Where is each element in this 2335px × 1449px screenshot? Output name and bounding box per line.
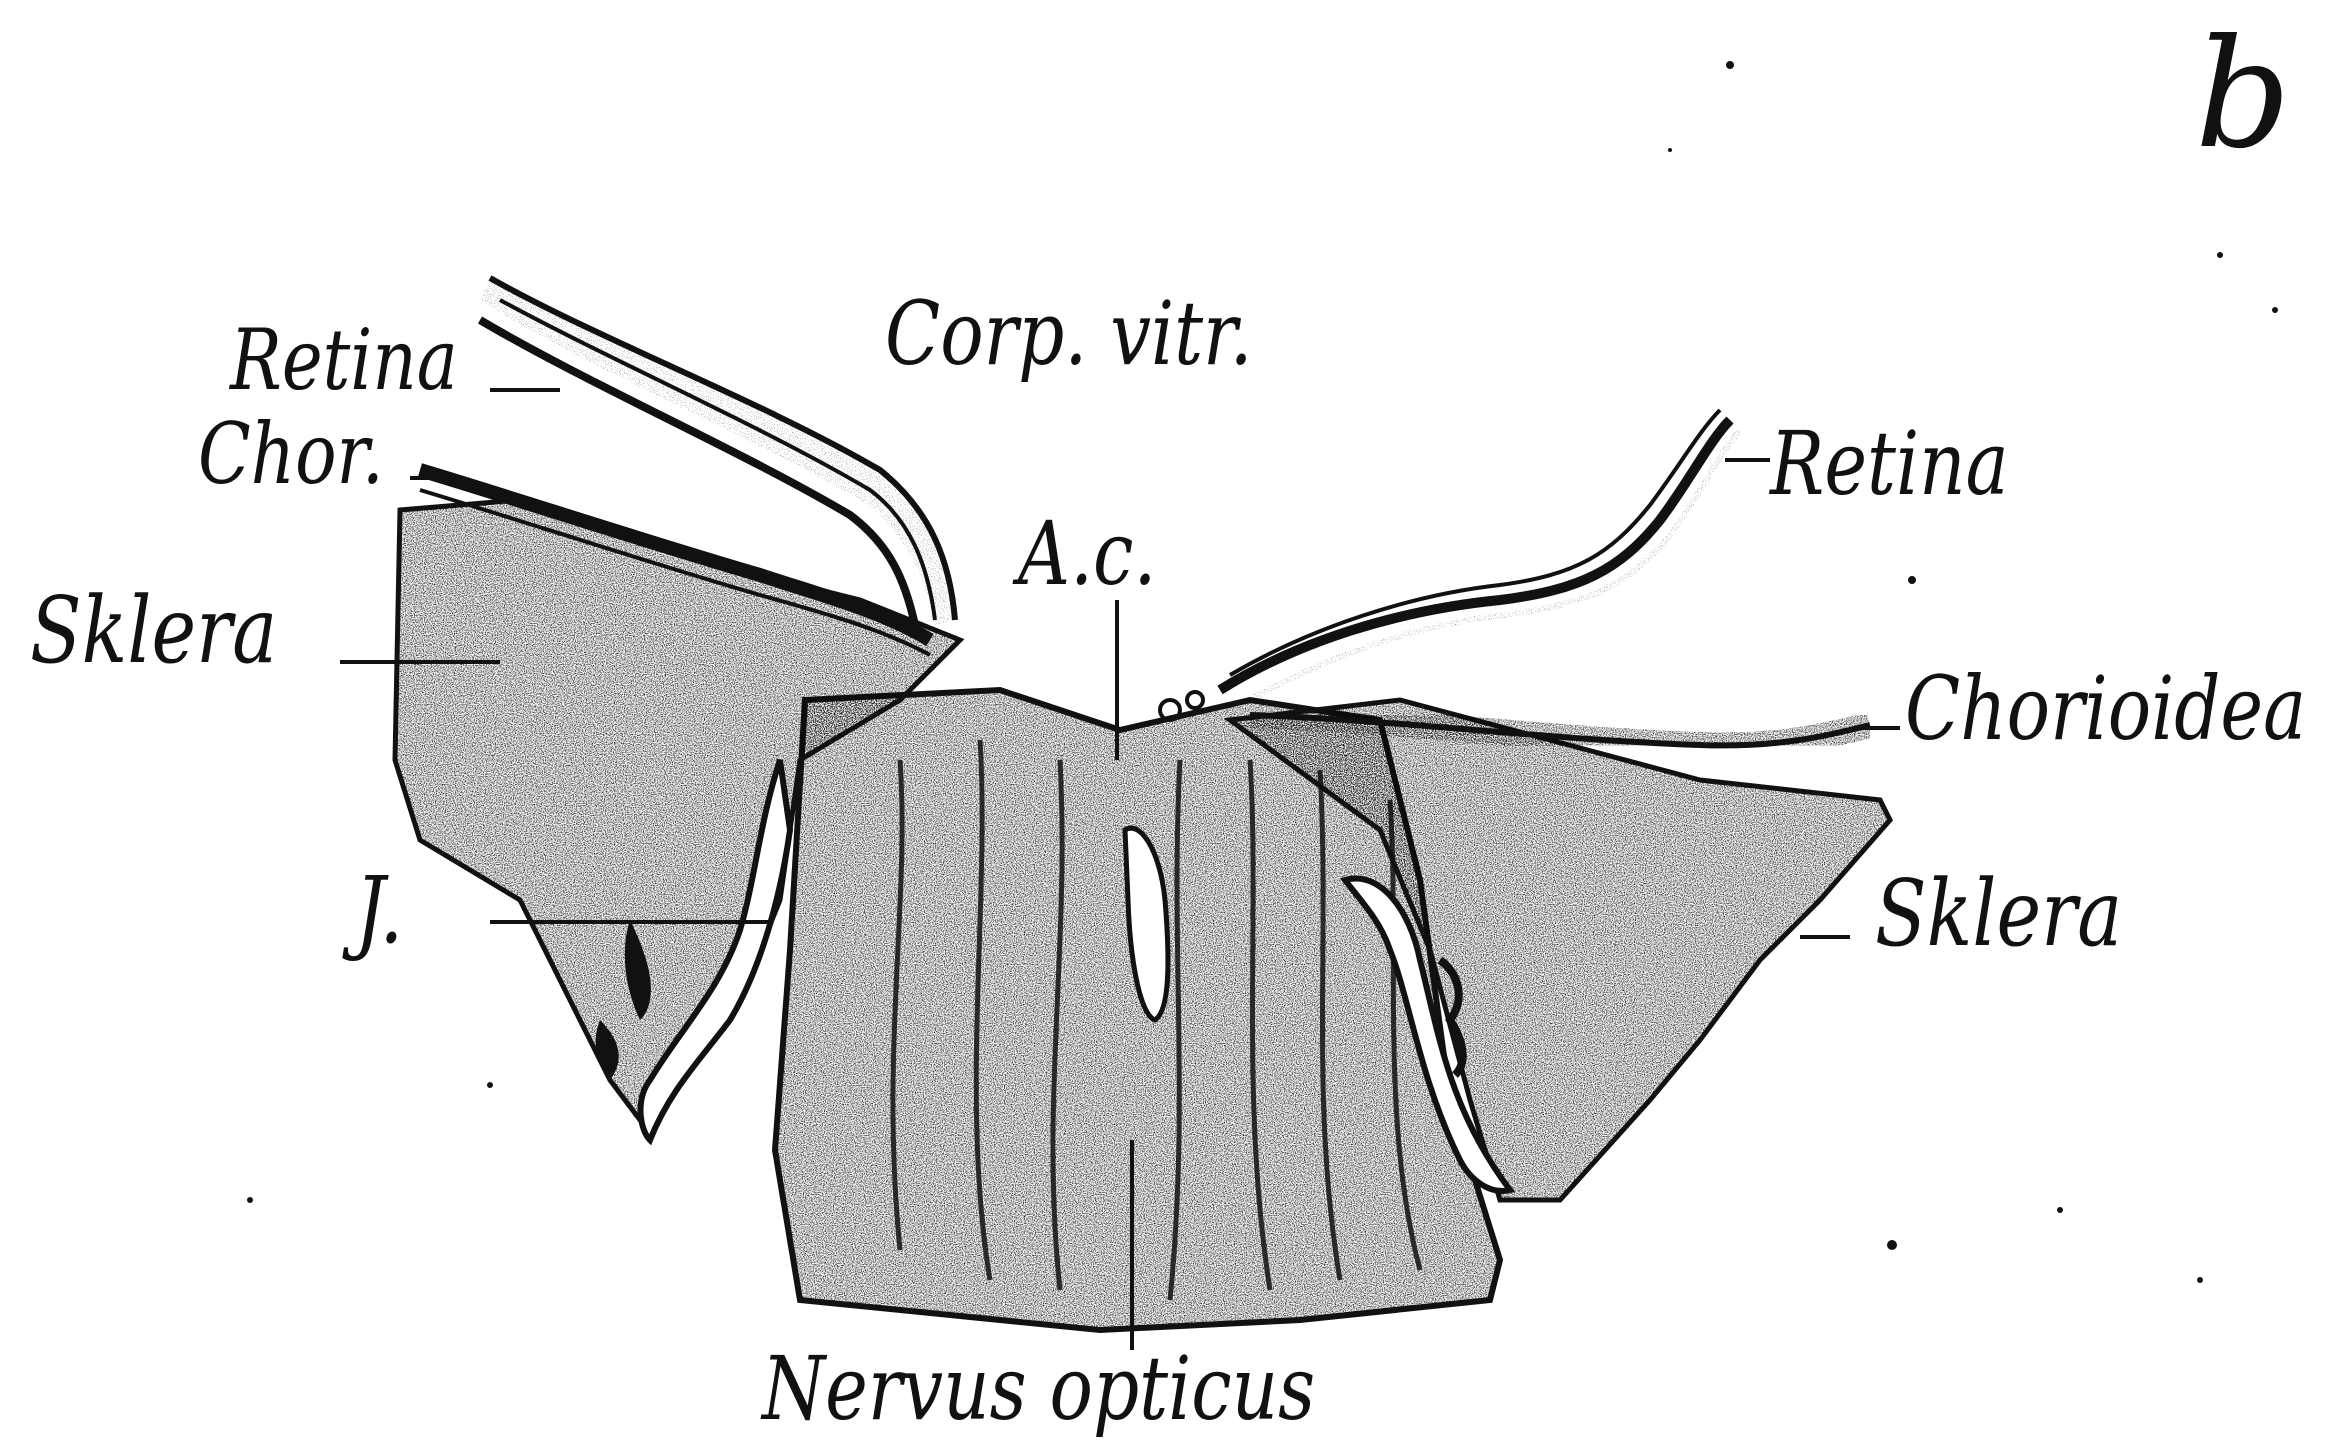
retina-right-band <box>1160 410 1740 720</box>
label-corp-vitr: Corp. vitr. <box>885 290 1253 378</box>
label-nervus-opticus: Nervus opticus <box>762 1345 1315 1433</box>
label-chorioidea: Chorioidea <box>1905 665 2306 753</box>
label-chor: Chor. <box>198 412 384 496</box>
panel-letter: b <box>2195 20 2291 170</box>
label-sklera-right: Sklera <box>1875 868 2122 960</box>
label-j: J. <box>355 865 403 957</box>
label-retina-left: Retina <box>230 318 458 402</box>
label-retina-right: Retina <box>1770 420 2009 508</box>
label-sklera-left: Sklera <box>30 585 277 677</box>
label-ac: A.c. <box>1018 510 1156 598</box>
